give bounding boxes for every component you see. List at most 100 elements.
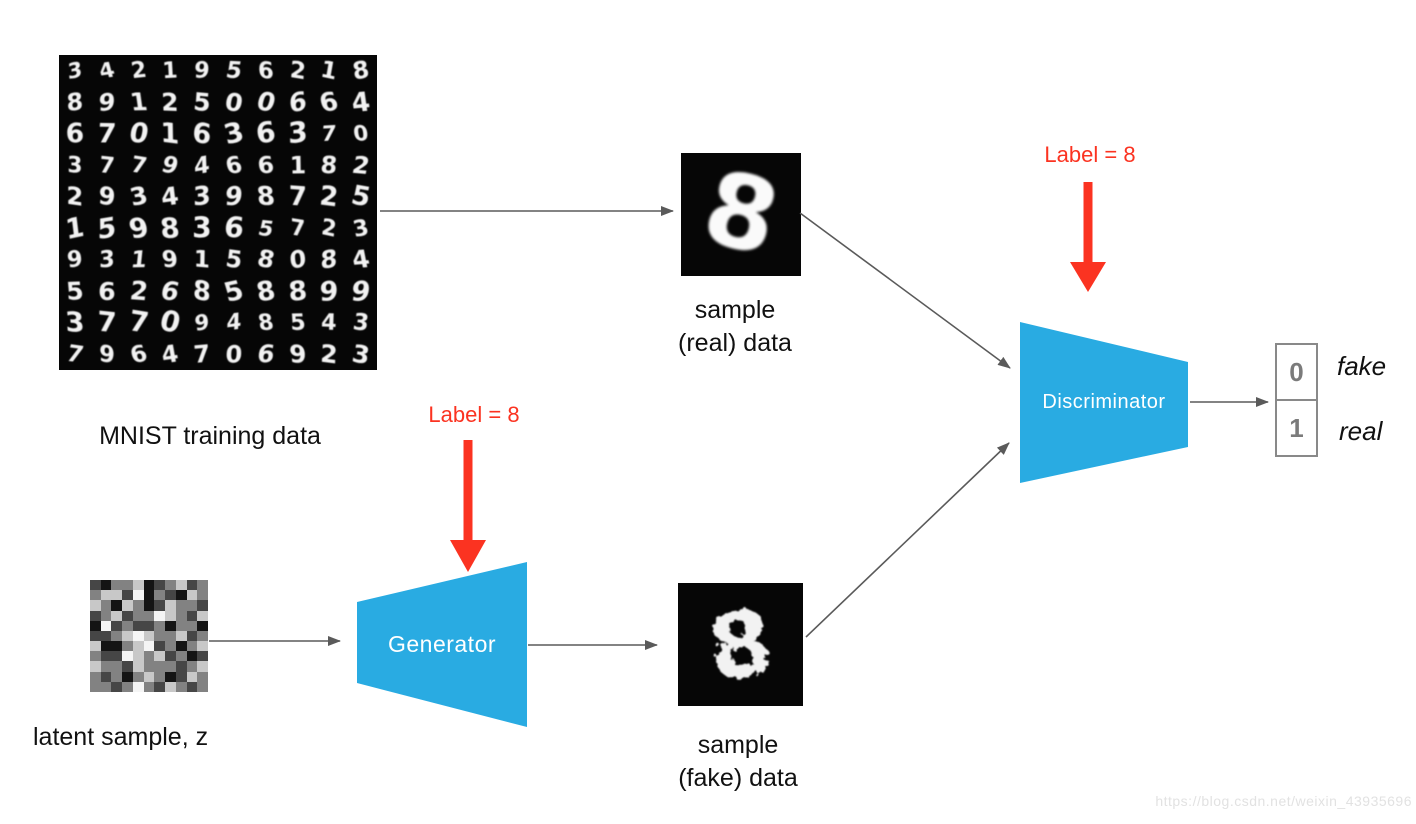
latent-pixel xyxy=(197,671,208,682)
latent-pixel xyxy=(186,671,198,682)
arrow-fake-sample-to-discriminator xyxy=(805,442,1010,638)
latent-pixel xyxy=(143,630,155,642)
mnist-digit: 2 xyxy=(350,150,373,180)
mnist-digit: 5 xyxy=(255,215,276,242)
latent-pixel xyxy=(132,620,144,631)
mnist-digit: 0 xyxy=(224,339,243,369)
real-digit-8: 8 xyxy=(681,153,801,276)
mnist-digit: 8 xyxy=(158,211,182,245)
latent-pixel xyxy=(154,641,166,652)
latent-pixel xyxy=(143,600,155,611)
mnist-digit: 0 xyxy=(156,304,184,341)
mnist-digit: 2 xyxy=(161,87,180,117)
mnist-digit: 1 xyxy=(63,210,87,246)
mnist-digit: 1 xyxy=(161,57,179,84)
mnist-digit: 9 xyxy=(349,275,373,308)
latent-pixel xyxy=(122,620,133,631)
latent-pixel xyxy=(90,651,101,662)
mnist-digit: 3 xyxy=(98,246,115,274)
latent-pixel xyxy=(154,620,166,631)
latent-pixel xyxy=(175,590,187,601)
latent-pixel xyxy=(90,590,101,601)
generator-condition-label: Label = 8 xyxy=(428,402,520,427)
latent-pixel xyxy=(175,651,187,662)
mnist-digit: 1 xyxy=(193,245,211,274)
latent-pixel xyxy=(197,661,208,672)
latent-pixel xyxy=(197,610,208,621)
latent-pixel xyxy=(143,590,155,601)
latent-pixel xyxy=(197,620,208,631)
mnist-digit: 5 xyxy=(223,57,244,85)
latent-pixel xyxy=(90,671,101,682)
latent-pixel xyxy=(111,580,123,591)
latent-pixel xyxy=(154,681,166,692)
discriminator-condition-label: Label = 8 xyxy=(1044,142,1136,167)
latent-pixel xyxy=(143,661,155,672)
latent-pixel xyxy=(143,610,155,621)
mnist-digit: 9 xyxy=(288,339,307,370)
mnist-digit: 3 xyxy=(64,306,86,340)
arrow-real-sample-to-discriminator xyxy=(799,212,1011,369)
latent-pixel xyxy=(175,661,187,672)
latent-pixel xyxy=(132,681,144,692)
mnist-digit: 3 xyxy=(287,116,308,152)
latent-pixel xyxy=(175,610,187,621)
latent-pixel xyxy=(154,671,166,682)
latent-pixel xyxy=(100,630,112,642)
latent-pixel xyxy=(100,681,112,692)
mnist-digit: 8 xyxy=(255,181,277,212)
latent-pixel xyxy=(197,580,208,591)
mnist-digit: 6 xyxy=(222,211,246,246)
mnist-digit: 3 xyxy=(192,212,212,245)
mnist-digit: 1 xyxy=(129,246,148,274)
latent-pixel xyxy=(186,661,198,672)
mnist-digit: 2 xyxy=(320,214,339,243)
mnist-digit: 7 xyxy=(96,118,118,150)
mnist-digit: 3 xyxy=(350,214,372,243)
latent-pixel xyxy=(111,671,123,682)
latent-pixel xyxy=(132,610,144,621)
output-boxes: 0 1 xyxy=(1275,343,1318,457)
latent-pixel xyxy=(111,600,123,611)
mnist-digit: 9 xyxy=(193,57,211,84)
latent-pixel xyxy=(100,661,112,672)
mnist-digit: 8 xyxy=(319,151,339,180)
latent-pixel xyxy=(186,590,198,601)
mnist-digit: 4 xyxy=(159,339,181,369)
mnist-digit: 7 xyxy=(128,151,149,180)
mnist-digit: 8 xyxy=(320,244,338,276)
latent-pixel xyxy=(165,671,176,682)
mnist-digit: 3 xyxy=(126,181,151,213)
mnist-digit: 2 xyxy=(128,57,149,85)
latent-pixel xyxy=(111,681,123,692)
latent-pixel xyxy=(132,580,144,591)
red-arrow-label-to-generator xyxy=(450,440,486,572)
latent-pixel xyxy=(143,580,155,591)
latent-pixel xyxy=(186,600,198,611)
mnist-digit: 3 xyxy=(66,56,84,85)
latent-pixel xyxy=(154,651,166,662)
mnist-digit: 5 xyxy=(192,87,212,118)
latent-pixel xyxy=(90,600,101,611)
latent-pixel xyxy=(165,641,176,652)
latent-pixel xyxy=(90,681,101,692)
mnist-digit: 8 xyxy=(192,274,212,308)
mnist-digit: 1 xyxy=(318,55,340,86)
latent-pixel xyxy=(165,620,176,631)
mnist-digit: 9 xyxy=(65,245,84,274)
fake-sample-image: 8 xyxy=(678,583,803,706)
mnist-digit: 9 xyxy=(193,309,211,337)
latent-pixel xyxy=(197,641,208,652)
mnist-digit: 5 xyxy=(288,309,307,336)
generator-block: Generator xyxy=(357,562,527,727)
latent-pixel xyxy=(154,600,166,611)
latent-pixel xyxy=(165,681,176,692)
output-label-real: real xyxy=(1339,416,1383,446)
latent-pixel xyxy=(165,630,176,642)
mnist-digit: 7 xyxy=(321,120,338,147)
latent-pixel xyxy=(186,620,198,631)
mnist-digit: 9 xyxy=(97,87,116,117)
latent-pixel xyxy=(186,610,198,621)
latent-pixel xyxy=(90,630,101,642)
